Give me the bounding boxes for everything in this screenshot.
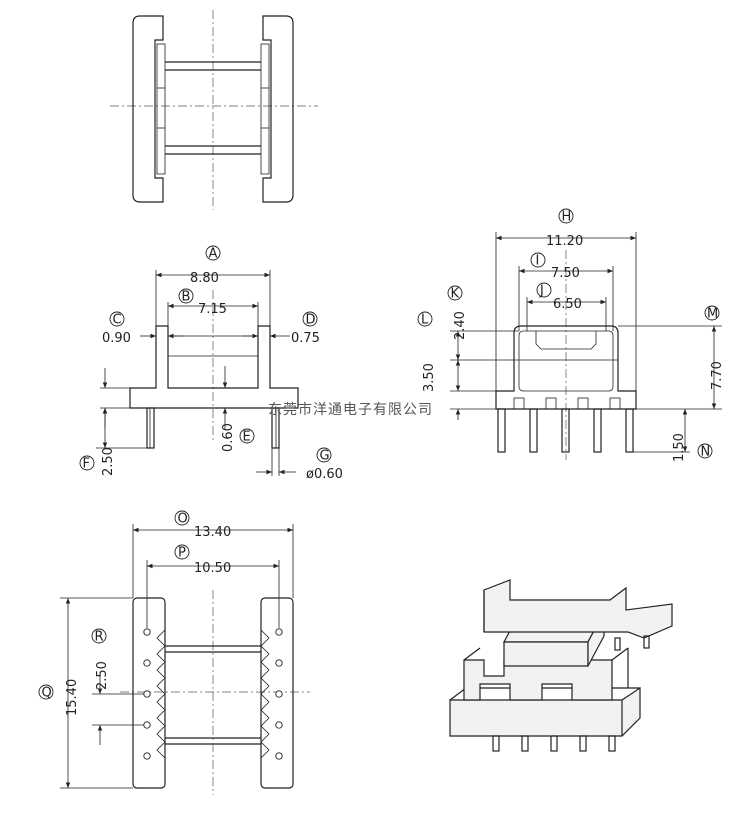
dim-h-value: 11.20 <box>546 234 583 249</box>
dim-q-marker <box>38 684 54 700</box>
dim-n-marker <box>697 443 713 459</box>
dim-m-letter: M <box>707 307 718 322</box>
dim-k-marker <box>447 285 463 301</box>
dim-p-marker <box>174 544 190 560</box>
dim-c-value: 0.90 <box>102 331 131 346</box>
dim-c-letter: C <box>113 313 122 328</box>
dim-p-letter: P <box>178 546 186 561</box>
dim-h-marker <box>558 208 574 224</box>
dim-n-value: 1.50 <box>672 433 687 462</box>
dim-h-letter: H <box>562 210 572 225</box>
dim-q-value: 15.40 <box>65 679 80 716</box>
dim-k-letter: K <box>451 287 460 302</box>
dim-r-marker <box>91 628 107 644</box>
dim-b-letter: B <box>182 290 191 305</box>
dim-c-marker <box>109 311 125 327</box>
dim-o-value: 13.40 <box>194 525 231 540</box>
bottom-view <box>60 524 310 795</box>
dim-r-value: 2.50 <box>95 661 110 690</box>
dim-a-value: 8.80 <box>190 271 219 286</box>
dim-m-marker <box>704 305 720 321</box>
dim-l-marker <box>417 311 433 327</box>
dim-o-letter: O <box>178 512 188 527</box>
dim-q-letter: Q <box>42 686 52 701</box>
dim-j-marker <box>536 282 552 298</box>
dim-i-marker <box>530 252 546 268</box>
dim-r-letter: R <box>95 630 104 645</box>
dim-n-letter: N <box>701 445 711 460</box>
dim-e-letter: E <box>243 430 251 445</box>
dim-b-marker <box>178 288 194 304</box>
dim-m-value: 7.70 <box>710 361 725 390</box>
dim-j-value: 6.50 <box>553 297 582 312</box>
dim-g-letter: G <box>320 449 330 464</box>
dim-b-value: 7.15 <box>198 302 227 317</box>
dim-g-marker <box>316 447 332 463</box>
dim-f-value: 2.50 <box>101 447 116 476</box>
dim-e-marker <box>239 428 255 444</box>
dim-d-value: 0.75 <box>291 331 320 346</box>
dimension-labels: A 8.80 B 7.15 C 0.90 D 0.75 E 0.60 F 2.5… <box>38 208 725 716</box>
iso-view <box>449 579 673 752</box>
dim-i-value: 7.50 <box>551 266 580 281</box>
dim-f-letter: F <box>83 457 90 472</box>
dim-k-value: 2.40 <box>453 311 468 340</box>
dim-d-letter: D <box>306 313 316 328</box>
dim-f-marker <box>79 455 95 471</box>
dim-l-letter: L <box>421 313 429 328</box>
dim-e-value: 0.60 <box>221 423 236 452</box>
dim-i-letter: I <box>536 254 540 269</box>
front-view <box>96 270 299 476</box>
side-view <box>450 232 722 460</box>
dim-p-value: 10.50 <box>194 561 231 576</box>
dim-a-marker <box>205 245 221 261</box>
top-view <box>110 10 318 210</box>
dim-l-value: 3.50 <box>422 363 437 392</box>
dim-a-letter: A <box>209 247 218 262</box>
dim-o-marker <box>174 510 190 526</box>
dim-d-marker <box>302 311 318 327</box>
dim-g-value: ø0.60 <box>306 467 343 482</box>
dim-j-letter: J <box>539 284 544 299</box>
watermark-text: 东莞市洋通电子有限公司 <box>268 401 433 418</box>
